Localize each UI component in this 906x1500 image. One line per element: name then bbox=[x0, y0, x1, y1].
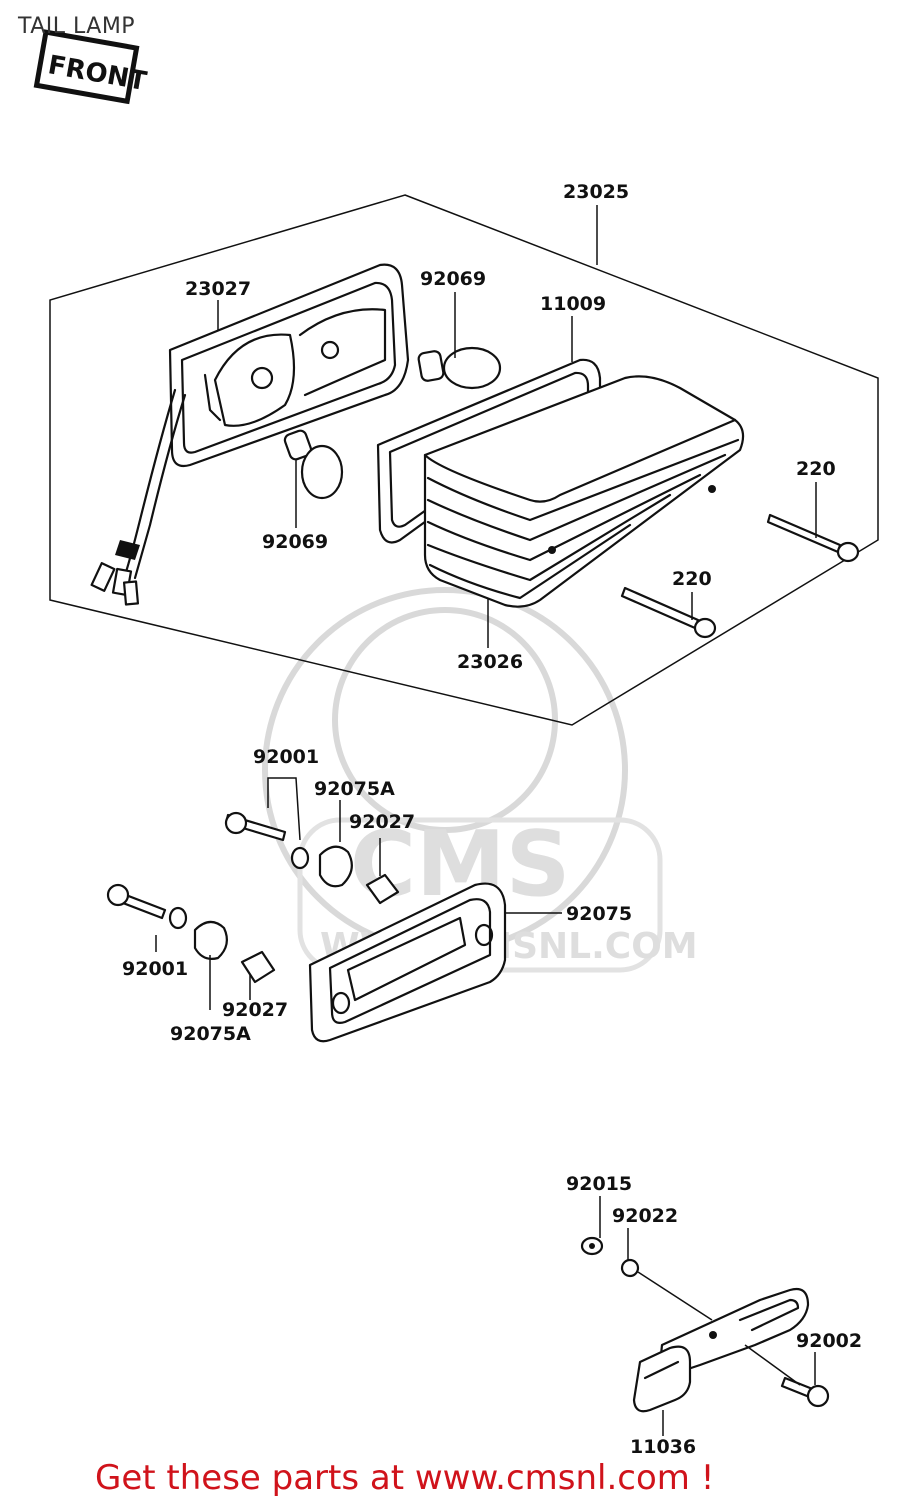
part-label-92069-top: 92069 bbox=[420, 268, 487, 290]
part-label-92027-bottom: 92027 bbox=[222, 999, 289, 1021]
part-label-11009: 11009 bbox=[540, 293, 607, 315]
part-label-220-top: 220 bbox=[796, 458, 836, 480]
assembly-outline bbox=[49, 194, 879, 726]
washer-92022 bbox=[620, 1258, 640, 1278]
screw-220-top bbox=[766, 513, 860, 563]
leader-lines-top bbox=[217, 292, 817, 648]
part-label-92075A-bottom: 92075A bbox=[170, 1023, 251, 1045]
part-label-92075: 92075 bbox=[566, 903, 633, 925]
leader-lines-lower bbox=[599, 1196, 816, 1436]
wire-connectors bbox=[90, 540, 140, 606]
bezel-92075 bbox=[308, 882, 507, 1043]
part-label-220-bottom: 220 bbox=[672, 568, 712, 590]
footer-link[interactable]: Get these parts at www.cmsnl.com ! bbox=[95, 1458, 715, 1498]
bolt-92002 bbox=[780, 1376, 830, 1408]
part-label-92022: 92022 bbox=[612, 1205, 679, 1227]
part-label-92015: 92015 bbox=[566, 1173, 633, 1195]
part-label-23026: 23026 bbox=[457, 651, 524, 673]
nut-92015 bbox=[580, 1236, 604, 1256]
hardware-set-lower bbox=[106, 883, 276, 984]
bulb-92069-bottom bbox=[283, 429, 344, 500]
lens-23026 bbox=[423, 375, 745, 608]
lamp-base-23027 bbox=[123, 263, 410, 580]
part-label-92027-top: 92027 bbox=[349, 811, 416, 833]
part-label-92002: 92002 bbox=[796, 1330, 863, 1352]
part-label-92001-top: 92001 bbox=[253, 746, 320, 768]
front-stamp: FRONT bbox=[33, 29, 149, 105]
hardware-set-upper bbox=[224, 811, 400, 905]
watermark-logo: CMS WWW.CMSNL.COM bbox=[262, 587, 698, 973]
bracket-11036 bbox=[632, 1287, 810, 1413]
part-label-23027: 23027 bbox=[185, 278, 252, 300]
part-label-11036: 11036 bbox=[630, 1436, 697, 1458]
part-label-92075A-top: 92075A bbox=[314, 778, 395, 800]
leader-lines-middle bbox=[155, 777, 562, 1010]
diagram-title: TAIL LAMP bbox=[18, 14, 136, 39]
part-label-92001-bottom: 92001 bbox=[122, 958, 189, 980]
part-label-23025: 23025 bbox=[563, 181, 630, 203]
screw-220-bottom bbox=[620, 586, 717, 639]
part-label-92069-bottom: 92069 bbox=[262, 531, 329, 553]
bulb-92069-top bbox=[417, 346, 502, 390]
